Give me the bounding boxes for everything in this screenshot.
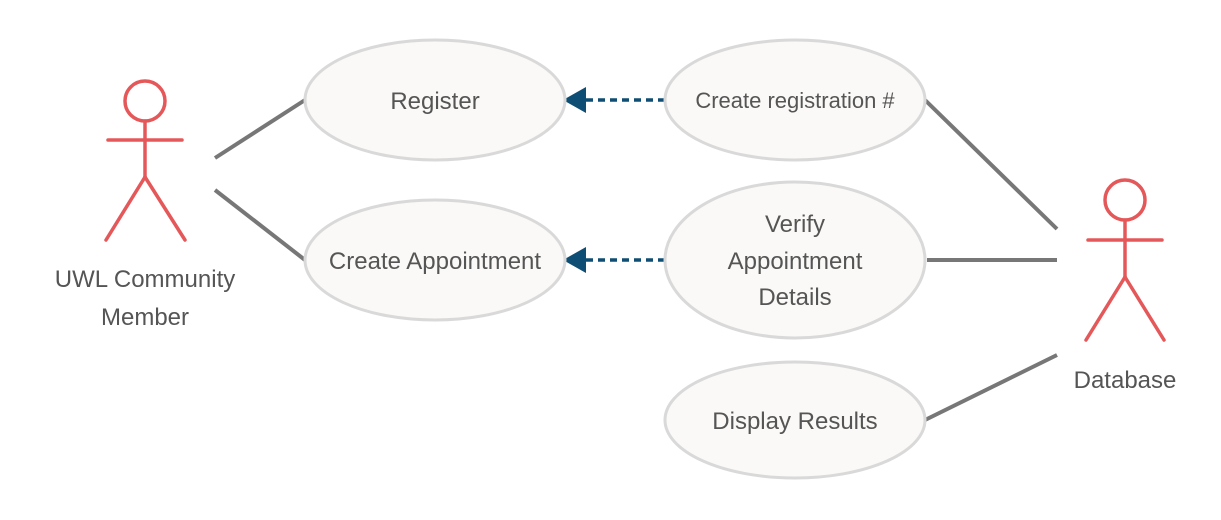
use-case-create-appointment-label: Create Appointment	[329, 248, 541, 275]
stick-figure-icon	[1084, 178, 1166, 342]
dependency-create-registration-to-register	[563, 87, 665, 113]
actor-database-label: Database	[1074, 367, 1177, 394]
use-case-display-results[interactable]: Display Results	[663, 360, 927, 480]
association-member-create-appointment	[213, 188, 307, 262]
actor-community-member[interactable]: UWL Community Member	[55, 79, 235, 331]
actor-community-member-label-1: UWL Community	[55, 266, 235, 293]
use-case-verify-line-1: Verify	[765, 211, 825, 238]
association-display-results-database	[924, 353, 1058, 422]
dependency-verify-to-create-appointment	[563, 247, 665, 273]
use-case-verify-appointment[interactable]: Verify Appointment Details	[663, 180, 927, 340]
stick-figure-icon	[104, 79, 187, 242]
actor-database[interactable]: Database	[1074, 178, 1177, 394]
use-case-register-label: Register	[390, 88, 479, 115]
actor-community-member-label-2: Member	[101, 304, 189, 331]
use-case-display-results-label: Display Results	[712, 408, 877, 435]
use-case-register[interactable]: Register	[303, 38, 567, 162]
arrowhead-register	[563, 87, 586, 113]
arrowhead-create-appointment	[563, 247, 586, 273]
use-case-verify-line-3: Details	[758, 284, 831, 311]
use-case-create-registration-label: Create registration #	[695, 88, 895, 113]
use-case-create-appointment[interactable]: Create Appointment	[303, 198, 567, 322]
association-create-registration-database	[923, 98, 1059, 231]
use-case-verify-line-2: Appointment	[728, 248, 863, 275]
association-member-register	[213, 98, 307, 160]
use-case-create-registration[interactable]: Create registration #	[663, 38, 927, 162]
